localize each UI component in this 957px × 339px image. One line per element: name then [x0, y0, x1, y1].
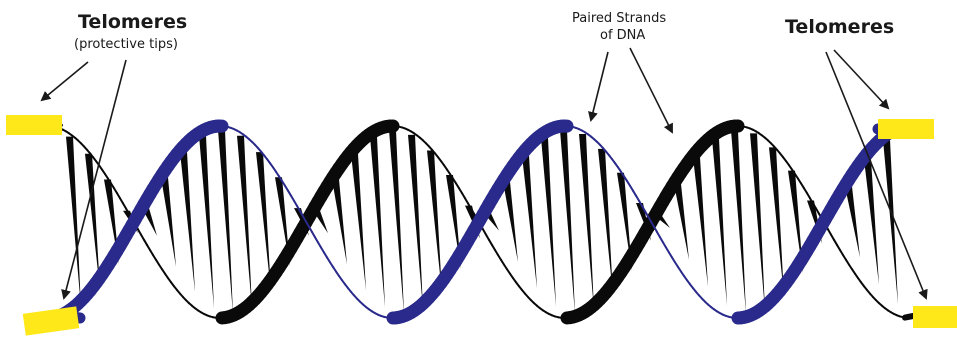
- base-pair-rung: [522, 156, 537, 289]
- paired-strands-label-line1: Paired Strands: [572, 12, 666, 26]
- arrow-icon: [630, 48, 672, 132]
- base-pair-rung: [389, 130, 404, 314]
- base-pair-rung: [180, 152, 195, 292]
- base-pair-rung: [370, 137, 385, 308]
- base-pair-rung: [161, 177, 176, 267]
- base-pair-rung: [351, 154, 366, 290]
- telomere-cap-top-left: [6, 115, 62, 135]
- base-pair-rung: [560, 130, 575, 314]
- base-pair-rung: [503, 182, 518, 262]
- arrow-icon: [42, 62, 88, 100]
- telomere-cap-top-right: [878, 119, 934, 139]
- base-pair-rung: [332, 180, 347, 265]
- telomere-cap-bottom-left: [23, 306, 80, 335]
- base-pair-rung: [845, 187, 860, 258]
- base-pair-rung: [408, 135, 423, 309]
- right-telomeres-title: Telomeres: [785, 17, 894, 38]
- base-pair-rung: [218, 130, 233, 314]
- strand-tail: [905, 316, 913, 318]
- base-pair-rung: [427, 150, 442, 293]
- base-pair-rung: [769, 147, 784, 296]
- base-pair-rung: [750, 133, 765, 310]
- base-pair-rung: [693, 157, 708, 286]
- left-telomeres-subtitle: (protective tips): [74, 38, 178, 52]
- base-pair-rung: [579, 134, 594, 310]
- base-pair-rung: [731, 130, 746, 313]
- paired-strands-label-line2: of DNA: [600, 29, 645, 43]
- left-telomeres-title: Telomeres: [78, 12, 187, 33]
- arrow-icon: [834, 50, 888, 108]
- base-pair-rung: [237, 136, 252, 309]
- base-pair-rung: [199, 136, 214, 309]
- base-pair-rung: [674, 184, 689, 260]
- arrow-icon: [591, 52, 608, 120]
- base-pair-rung: [541, 138, 556, 307]
- base-pair-rung: [712, 139, 727, 306]
- telomere-cap-bottom-right: [913, 306, 957, 328]
- base-pair-rung: [256, 152, 271, 292]
- arrow-icon: [826, 52, 926, 298]
- base-pair-rung: [598, 149, 613, 295]
